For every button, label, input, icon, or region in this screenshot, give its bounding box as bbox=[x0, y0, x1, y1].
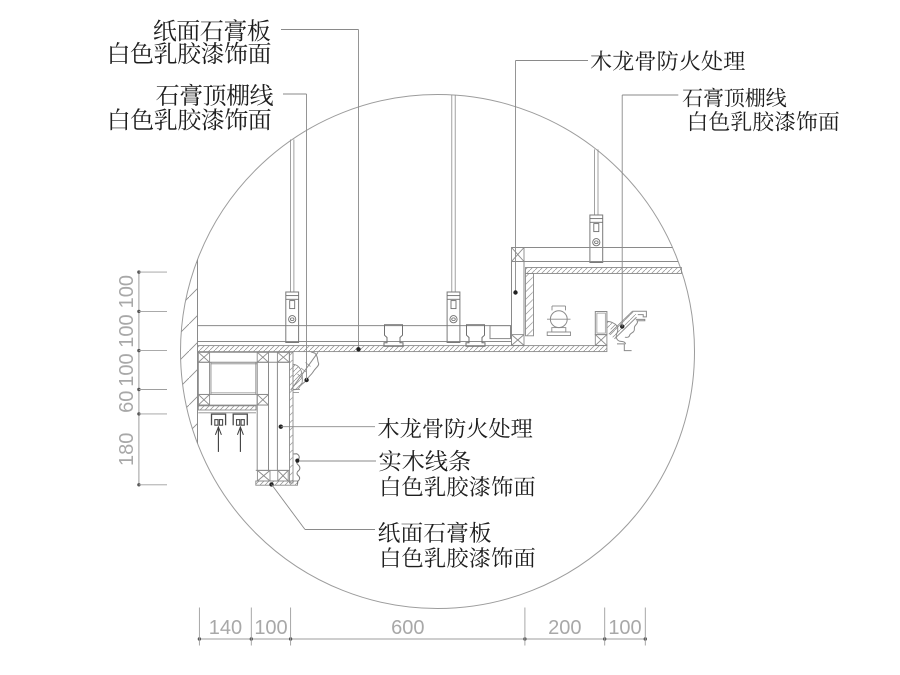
svg-text:100: 100 bbox=[116, 314, 138, 347]
svg-text:100: 100 bbox=[116, 353, 138, 386]
svg-text:180: 180 bbox=[116, 433, 138, 466]
svg-text:100: 100 bbox=[254, 617, 287, 639]
svg-text:140: 140 bbox=[209, 617, 242, 639]
svg-text:200: 200 bbox=[548, 617, 581, 639]
svg-text:600: 600 bbox=[391, 617, 424, 639]
svg-text:100: 100 bbox=[116, 275, 138, 308]
svg-text:100: 100 bbox=[608, 617, 641, 639]
svg-text:60: 60 bbox=[116, 391, 138, 413]
